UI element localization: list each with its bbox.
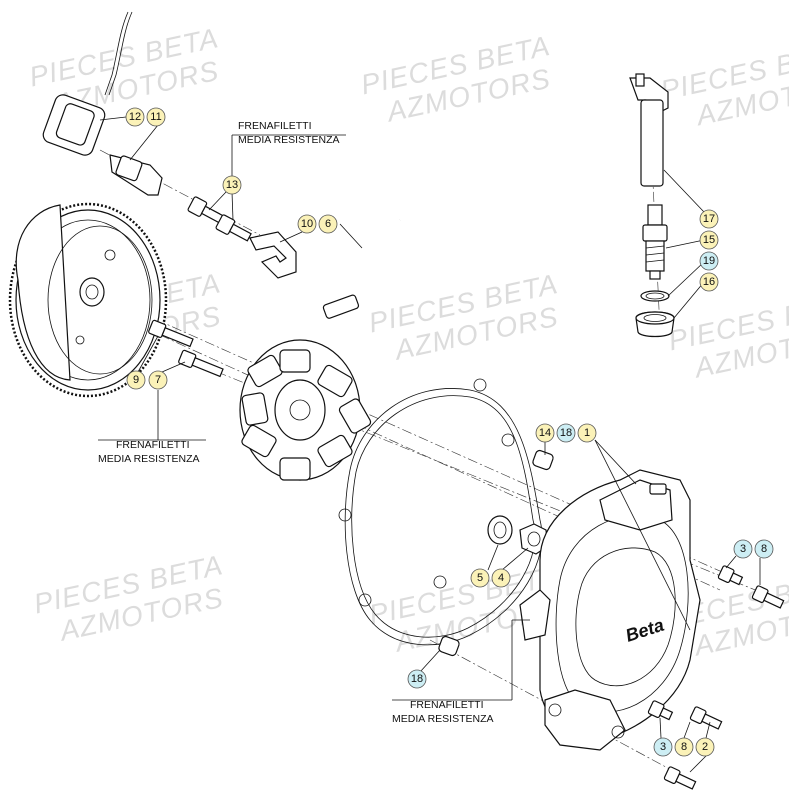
threadlock-note: FRENAFILETTI MEDIA RESISTENZA — [392, 699, 494, 725]
svg-text:13: 13 — [226, 179, 238, 191]
svg-text:4: 4 — [498, 572, 504, 584]
svg-text:18: 18 — [560, 427, 572, 439]
svg-text:19: 19 — [703, 255, 715, 267]
callout-7[interactable]: 7 — [148, 370, 168, 390]
svg-text:17: 17 — [703, 213, 715, 225]
cable-clip — [249, 231, 297, 279]
callout-10[interactable]: 10 — [297, 214, 317, 234]
svg-text:1: 1 — [584, 427, 590, 439]
svg-text:14: 14 — [539, 427, 551, 439]
callout-18[interactable]: 18 — [556, 423, 576, 443]
svg-text:8: 8 — [681, 741, 687, 753]
callout-6[interactable]: 6 — [318, 214, 338, 234]
leader-lines — [98, 116, 761, 773]
callout-11[interactable]: 11 — [146, 107, 166, 127]
callout-group: 12 11 13 10 6 9 7 17 15 19 16 14 18 1 5 … — [125, 107, 774, 757]
callout-4[interactable]: 4 — [491, 568, 511, 588]
svg-text:3: 3 — [660, 741, 666, 753]
svg-text:5: 5 — [477, 572, 483, 584]
svg-text:10: 10 — [301, 218, 313, 230]
flywheel — [8, 202, 168, 398]
svg-text:18: 18 — [411, 673, 423, 685]
stator — [239, 218, 402, 481]
callout-14[interactable]: 14 — [535, 423, 555, 443]
svg-text:2: 2 — [702, 741, 708, 753]
svg-text:9: 9 — [133, 374, 139, 386]
callout-1[interactable]: 1 — [577, 423, 597, 443]
callout-8[interactable]: 8 — [674, 737, 694, 757]
threadlock-note: FRENAFILETTI MEDIA RESISTENZA — [98, 439, 200, 465]
ignition-cover: Beta — [519, 469, 701, 751]
callout-8[interactable]: 8 — [754, 539, 774, 559]
callout-5[interactable]: 5 — [470, 568, 490, 588]
callout-9[interactable]: 9 — [126, 370, 146, 390]
pickup-sensor — [42, 11, 163, 196]
screw-13-pair — [187, 196, 252, 242]
callout-18[interactable]: 18 — [407, 669, 427, 689]
washer-and-nut — [487, 515, 549, 555]
spark-plug-assembly — [629, 73, 675, 338]
svg-text:12: 12 — [129, 111, 141, 123]
svg-text:11: 11 — [150, 111, 161, 123]
threadlock-note: FRENAFILETTI MEDIA RESISTENZA — [238, 120, 340, 146]
svg-text:15: 15 — [703, 234, 715, 246]
callout-3[interactable]: 3 — [733, 539, 753, 559]
callout-12[interactable]: 12 — [125, 107, 145, 127]
callout-15[interactable]: 15 — [699, 230, 719, 250]
callout-13[interactable]: 13 — [222, 175, 242, 195]
callout-3[interactable]: 3 — [653, 737, 673, 757]
note-line: MEDIA RESISTENZA — [98, 453, 200, 465]
callout-17[interactable]: 17 — [699, 209, 719, 229]
note-line: FRENAFILETTI — [410, 699, 484, 711]
note-line: MEDIA RESISTENZA — [238, 134, 340, 146]
svg-text:3: 3 — [740, 543, 746, 555]
cover-bolts — [647, 565, 785, 790]
svg-text:16: 16 — [703, 276, 715, 288]
dowel-pins — [438, 449, 554, 657]
note-line: MEDIA RESISTENZA — [392, 713, 494, 725]
callout-16[interactable]: 16 — [699, 272, 719, 292]
note-line: FRENAFILETTI — [116, 439, 190, 451]
cover-gasket — [338, 378, 543, 646]
note-line: FRENAFILETTI — [238, 120, 312, 132]
svg-text:7: 7 — [155, 374, 161, 386]
svg-text:6: 6 — [325, 218, 331, 230]
callout-19[interactable]: 19 — [699, 251, 719, 271]
callout-2[interactable]: 2 — [695, 737, 715, 757]
svg-text:8: 8 — [761, 543, 767, 555]
